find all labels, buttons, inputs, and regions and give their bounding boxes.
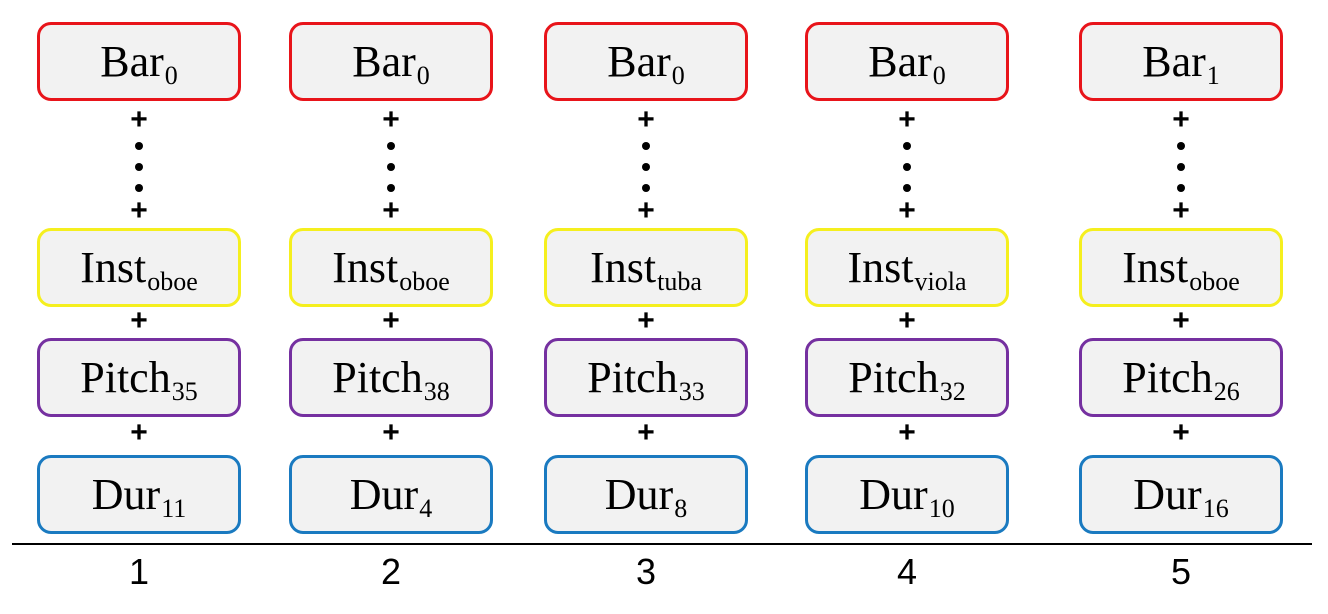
timeline-baseline [12,543,1312,545]
plus-sign: + [1172,304,1190,337]
plus-sign: + [637,304,655,337]
bar-token-subscript: 0 [164,60,178,90]
plus-sign: + [1172,103,1190,136]
plus-sign: + [382,194,400,227]
step-number: 1 [128,551,150,592]
bar-token-label: Bar [352,36,416,86]
step-number: 3 [635,551,657,592]
pitch-token-label: Pitch [1122,352,1213,402]
pitch-token-subscript: 35 [171,376,198,406]
instrument-token-subscript: oboe [399,266,450,296]
plus-sign: + [130,304,148,337]
pitch-token-subscript: 33 [678,376,705,406]
bar-token-label: Bar [100,36,164,86]
plus-sign: + [382,103,400,136]
bar-token-label: Bar [607,36,671,86]
pitch-token-subscript: 32 [939,376,966,406]
step-number: 5 [1170,551,1192,592]
plus-sign: + [130,103,148,136]
duration-token-subscript: 16 [1202,493,1229,523]
duration-token-subscript: 10 [928,493,955,523]
pitch-token-subscript: 38 [423,376,450,406]
vertical-ellipsis-icon [386,142,396,194]
plus-sign: + [898,103,916,136]
plus-sign: + [382,304,400,337]
pitch-token-subscript: 26 [1213,376,1240,406]
pitch-token-label: Pitch [587,352,678,402]
plus-sign: + [382,416,400,449]
instrument-token-label: Inst [332,242,399,292]
step-number: 2 [380,551,402,592]
instrument-token-subscript: viola [914,266,967,296]
duration-token-label: Dur [91,469,161,519]
bar-token-subscript: 0 [932,60,946,90]
bar-token-subscript: 0 [671,60,685,90]
pitch-token-label: Pitch [848,352,939,402]
step-number: 4 [896,551,918,592]
plus-sign: + [898,304,916,337]
bar-token-subscript: 0 [416,60,430,90]
plus-sign: + [637,194,655,227]
bar-token-subscript: 1 [1206,60,1220,90]
instrument-token-subscript: oboe [1189,266,1240,296]
vertical-ellipsis-icon [1176,142,1186,194]
plus-sign: + [130,194,148,227]
instrument-token-label: Inst [80,242,147,292]
instrument-token-subscript: oboe [147,266,198,296]
plus-sign: + [898,194,916,227]
plus-sign: + [898,416,916,449]
instrument-token-label: Inst [590,242,657,292]
duration-token-label: Dur [859,469,928,519]
duration-token-label: Dur [604,469,674,519]
duration-token-subscript: 11 [161,493,187,523]
bar-token-label: Bar [868,36,932,86]
plus-sign: + [1172,416,1190,449]
pitch-token-label: Pitch [332,352,423,402]
duration-token-subscript: 4 [419,493,433,523]
plus-sign: + [1172,194,1190,227]
vertical-ellipsis-icon [902,142,912,194]
plus-sign: + [637,416,655,449]
vertical-ellipsis-icon [641,142,651,194]
vertical-ellipsis-icon [134,142,144,194]
instrument-token-label: Inst [1122,242,1189,292]
instrument-token-subscript: tuba [657,266,702,296]
plus-sign: + [637,103,655,136]
pitch-token-label: Pitch [80,352,171,402]
duration-token-subscript: 8 [674,493,688,523]
duration-token-label: Dur [349,469,419,519]
bar-token-label: Bar [1142,36,1206,86]
plus-sign: + [130,416,148,449]
duration-token-label: Dur [1133,469,1202,519]
instrument-token-label: Inst [847,242,914,292]
